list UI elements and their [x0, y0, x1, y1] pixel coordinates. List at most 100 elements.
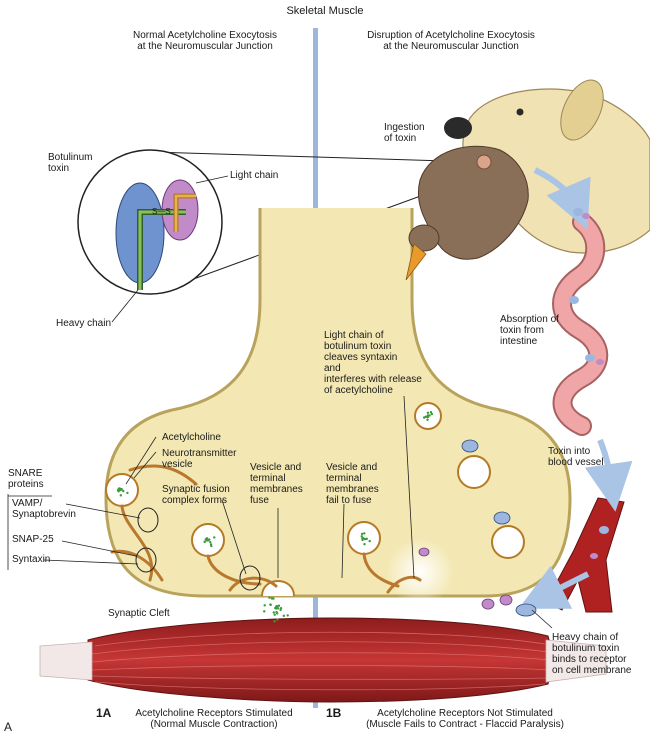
- figure-title: Skeletal Muscle: [286, 5, 364, 17]
- snare-strands: [110, 464, 422, 594]
- right-heading: Disruption of Acetylcholine Exocytosis a…: [367, 30, 535, 52]
- label-acetylcholine: Acetylcholine: [162, 432, 221, 443]
- acetylcholine-dot: [122, 489, 125, 493]
- label-light-chain: Light chain: [230, 170, 279, 181]
- arrow-to-terminal: [518, 565, 590, 609]
- label-vamp: VAMP/ Synaptobrevin: [12, 498, 76, 520]
- dog-ear: [560, 79, 604, 141]
- heavy-chain-pointer: [111, 289, 139, 323]
- acetylcholine-dot: [275, 610, 278, 614]
- label-absorption: Absorption of toxin from intestine: [500, 314, 559, 347]
- footer-right-tag: 1B: [326, 706, 342, 720]
- footer-left-tag: 1A: [96, 706, 112, 720]
- acetylcholine-dot: [426, 414, 430, 417]
- label-vesicle-fuse: Vesicle and terminal membranes fuse: [250, 462, 303, 506]
- footer-right-caption: Acetylcholine Receptors Not Stimulated (…: [366, 708, 564, 730]
- acetylcholine-dot: [422, 416, 426, 419]
- label-heavy-chain: Heavy chain: [56, 318, 112, 329]
- acetylcholine-dot: [275, 604, 278, 608]
- arrow-absorption: [584, 438, 633, 512]
- label-neurotransmitter-vesicle: Neurotransmitter vesicle: [162, 448, 237, 470]
- label-synaptic-fusion: Synaptic fusion complex forms: [162, 484, 230, 506]
- heavy-chain-rod-inner: [138, 210, 186, 290]
- muscle-tendon-right: [545, 639, 607, 683]
- acetylcholine-dot: [209, 540, 212, 544]
- acetylcholine-dot: [360, 532, 364, 536]
- arrow-ingestion: [533, 167, 591, 231]
- acetylcholine-dot: [272, 611, 275, 614]
- acetylcholine-dot: [368, 539, 371, 543]
- acetylcholine-dot: [274, 606, 278, 610]
- acetylcholine-dot: [429, 411, 433, 414]
- snare-bracket: [7, 494, 52, 570]
- label-vesicle-fail: Vesicle and terminal membranes fail to f…: [326, 462, 379, 506]
- toxin-receptors: [418, 439, 537, 617]
- label-light-chain-cleaves: Light chain of botulinum toxin cleaves s…: [324, 330, 422, 396]
- acetylcholine-dot: [203, 540, 206, 544]
- magnifier-line: [151, 151, 479, 163]
- acetylcholine-dot: [424, 415, 428, 418]
- acetylcholine-dot: [276, 618, 279, 621]
- acetylcholine-dot: [204, 538, 207, 541]
- fusion-pore: [261, 580, 295, 597]
- label-botulinum-toxin: Botulinum toxin: [48, 152, 93, 174]
- acetylcholine-dot: [276, 607, 280, 610]
- label-ingestion: Ingestion of toxin: [384, 122, 425, 144]
- acetylcholine-dot: [263, 610, 266, 613]
- acetylcholine-dot: [117, 490, 120, 493]
- footer-left-caption: Acetylcholine Receptors Stimulated (Norm…: [135, 708, 293, 730]
- acetylcholine-dot: [360, 535, 363, 538]
- acetylcholine-dot: [272, 597, 275, 600]
- acetylcholine-dot: [426, 415, 430, 419]
- muscle-tendon-left: [39, 641, 93, 681]
- acetylcholine-dot: [363, 542, 366, 546]
- nerve-terminal: [104, 208, 572, 598]
- dog-eye: [516, 108, 524, 116]
- acetylcholine-dot: [117, 487, 121, 490]
- dog-nose: [444, 117, 472, 139]
- bird-head: [408, 224, 440, 252]
- acetylcholine-dot: [426, 418, 429, 422]
- label-syntaxin: Syntaxin: [12, 554, 51, 565]
- acetylcholine-dot: [286, 614, 289, 617]
- snare-ring: [135, 547, 157, 573]
- toxin-spot: [476, 154, 492, 170]
- left-heading: Normal Acetylcholine Exocytosis at the N…: [133, 30, 277, 52]
- bird-beak: [405, 243, 427, 281]
- vesicle: [491, 525, 525, 559]
- acetylcholine-dot: [365, 537, 368, 541]
- label-synaptic-cleft: Synaptic Cleft: [108, 608, 170, 619]
- light-chain-rod-inner: [174, 194, 196, 232]
- snare-ring: [137, 507, 159, 533]
- acetylcholine-dot: [363, 532, 366, 535]
- acetylcholine-dot: [208, 538, 211, 541]
- label-snap25: SNAP-25: [12, 534, 54, 545]
- light-chain-pointer: [195, 175, 229, 184]
- toxin-particles: [569, 208, 609, 559]
- label-snare-proteins: SNARE proteins: [8, 468, 44, 490]
- acetylcholine-dots: [116, 411, 434, 623]
- acetylcholine-dot: [209, 543, 213, 546]
- acetylcholine-dot: [279, 608, 282, 612]
- label-ss-bond: S—S: [152, 207, 171, 216]
- acetylcholine-dot: [120, 487, 123, 491]
- acetylcholine-dot: [362, 536, 365, 540]
- acetylcholine-dot: [213, 536, 216, 539]
- intestine-inner: [554, 214, 607, 434]
- acetylcholine-dot: [269, 603, 272, 606]
- label-heavy-binds: Heavy chain of botulinum toxin binds to …: [552, 632, 632, 676]
- label-toxin-blood: Toxin into blood vessel: [548, 446, 604, 468]
- acetylcholine-dot: [430, 412, 434, 416]
- acetylcholine-dot: [273, 620, 276, 623]
- corner-letter: A: [4, 720, 13, 734]
- acetylcholine-dot: [426, 411, 430, 414]
- muscle-striations: [91, 631, 551, 691]
- label-pointers: [43, 395, 553, 629]
- acetylcholine-dot: [273, 613, 276, 616]
- snare-ring: [239, 565, 261, 591]
- acetylcholine-dot: [126, 491, 129, 495]
- vesicle: [457, 455, 491, 489]
- acetylcholine-dot: [268, 596, 271, 599]
